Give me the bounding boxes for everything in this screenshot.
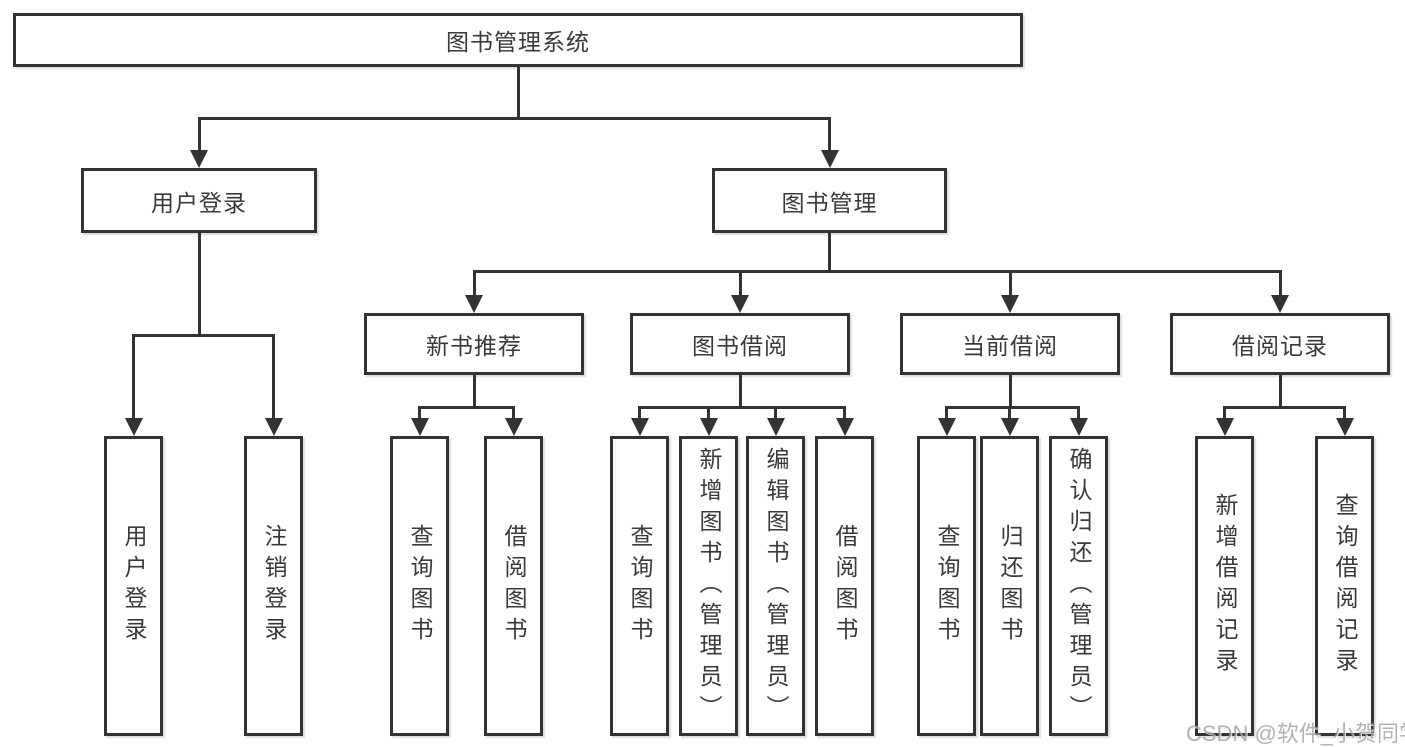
node-leaf-add-books: 新增图书（管理员） [679,436,738,736]
arrowhead-icon [124,418,143,436]
node-leaf-logout: 注销登录 [244,436,303,736]
arrowhead-icon [630,418,649,436]
arrowhead-icon [1271,295,1289,313]
node-leaf-return-books: 归还图书 [980,436,1039,736]
node-book-management: 图书管理 [712,168,947,233]
connector-line [738,375,742,407]
node-leaf-add-borrow-record: 新增借阅记录 [1195,436,1254,736]
arrowhead-icon [264,418,283,436]
arrowhead-icon [835,418,854,436]
node-leaf-edit-books: 编辑图书（管理员） [746,436,805,736]
connector-line [516,67,520,118]
node-leaf-query-books-b: 查询图书 [610,436,669,736]
arrowhead-icon [1335,418,1354,436]
node-leaf-query-books-a: 查询图书 [390,436,449,736]
connector-line [132,335,135,420]
connector-line [272,335,275,420]
connector-line [828,233,831,271]
connector-line [843,407,846,420]
arrowhead-icon [410,418,429,436]
node-current-borrowing: 当前借阅 [900,313,1120,375]
connector-line [1223,407,1226,420]
connector-line [774,407,777,420]
connector-line [197,233,201,335]
arrowhead-icon [699,418,718,436]
node-leaf-query-books-c: 查询图书 [917,436,976,736]
connector-line [1343,407,1346,420]
connector-line [1278,375,1282,407]
arrowhead-icon [1069,418,1088,436]
connector-line [418,407,421,420]
connector-line [197,116,831,120]
node-leaf-user-login: 用户登录 [104,436,163,736]
node-borrow-records: 借阅记录 [1170,313,1390,375]
connector-line [738,271,742,297]
arrowhead-icon [1000,418,1019,436]
connector-line [1008,407,1011,420]
arrowhead-icon [731,295,749,313]
arrowhead-icon [1215,418,1234,436]
connector-line [132,333,275,337]
connector-line [828,118,831,152]
node-system-root: 图书管理系统 [13,13,1023,67]
arrowhead-icon [766,418,785,436]
connector-line [1278,271,1282,297]
connector-line [638,407,641,420]
node-leaf-query-borrow-record: 查询借阅记录 [1315,436,1374,736]
connector-line [945,405,1080,409]
arrowhead-icon [190,150,208,168]
node-leaf-borrow-books-a: 借阅图书 [484,436,543,736]
connector-line [1008,375,1012,407]
connector-line [472,375,476,407]
node-leaf-borrow-books-b: 借阅图书 [815,436,874,736]
arrowhead-icon [504,418,523,436]
arrowhead-icon [1001,295,1019,313]
connector-line [472,269,1282,273]
node-new-book-recommend: 新书推荐 [364,313,584,375]
connector-line [472,271,476,297]
connector-line [945,407,948,420]
arrowhead-icon [937,418,956,436]
connector-line [1223,405,1346,409]
arrowhead-icon [820,150,839,168]
node-leaf-confirm-return: 确认归还（管理员） [1049,436,1108,736]
arrowhead-icon [465,295,483,313]
connector-line [197,118,201,152]
node-user-login: 用户登录 [81,168,317,233]
connector-line [1008,271,1012,297]
connector-line [418,405,515,409]
watermark: CSDN @软件_小贺同学 [1186,721,1405,746]
connector-line [638,405,846,409]
node-book-borrowing: 图书借阅 [630,313,850,375]
connector-line [707,407,710,420]
connector-line [512,407,515,420]
connector-line [1077,407,1080,420]
